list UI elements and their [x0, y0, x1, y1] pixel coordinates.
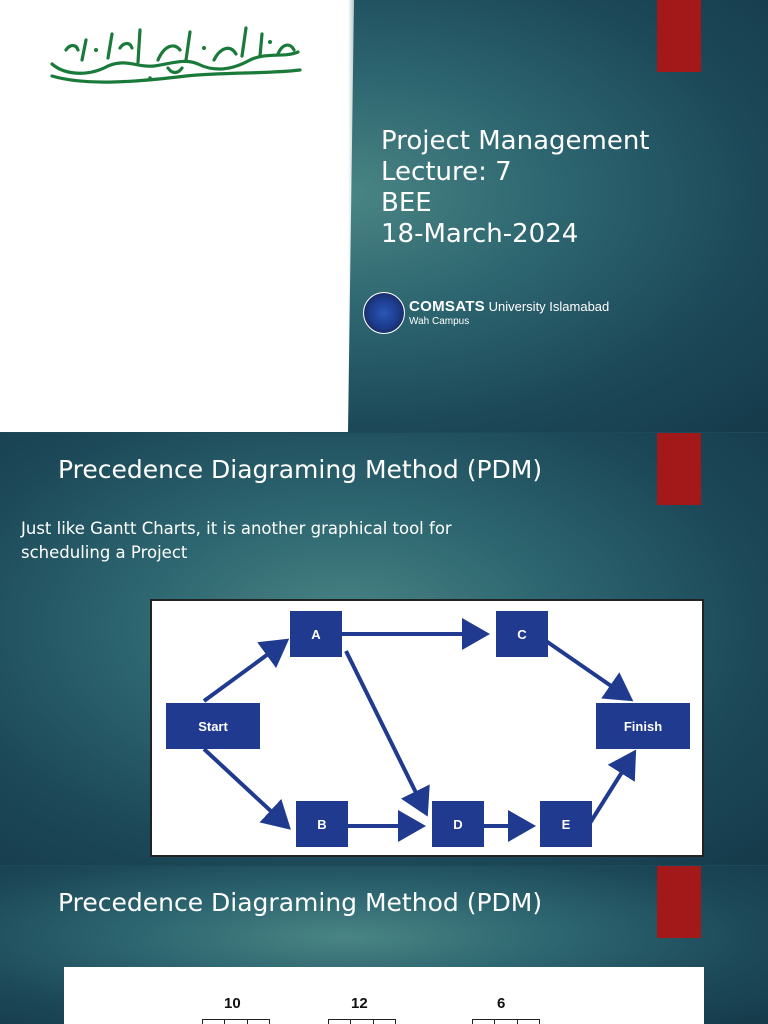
node-finish: Finish — [596, 703, 690, 749]
activity-duration: 6 — [497, 995, 506, 1012]
lecture-date: 18-March-2024 — [381, 219, 579, 249]
node-e: E — [540, 801, 592, 847]
activity-node-box — [328, 1019, 396, 1024]
title-slide: Project Management Lecture: 7 BEE 18-Mar… — [0, 0, 768, 432]
red-accent-tab — [657, 0, 701, 72]
activity-node-panel: 10 12 6 — [64, 967, 704, 1024]
lecture-number: Lecture: 7 — [381, 157, 512, 187]
red-accent-tab — [657, 433, 701, 505]
activity-node-box — [472, 1019, 540, 1024]
campus-name: Wah Campus — [409, 316, 470, 327]
arrow-start-b — [202, 747, 291, 830]
white-panel-edge — [336, 0, 354, 432]
university-seal-icon — [363, 292, 405, 334]
program-name: BEE — [381, 188, 432, 218]
slide-body-text: Just like Gantt Charts, it is another gr… — [21, 519, 452, 562]
university-logo: COMSATS University Islamabad Wah Campus — [363, 292, 623, 334]
pdm-slide: Precedence Diagraming Method (PDM) Just … — [0, 433, 768, 865]
bismillah-calligraphy — [50, 26, 302, 84]
red-accent-tab — [657, 866, 701, 938]
node-c: C — [496, 611, 548, 657]
course-title: Project Management — [381, 126, 650, 156]
pdm-network-diagram: Start A C Finish B D E — [150, 599, 704, 857]
diagram-arrows — [202, 618, 637, 842]
slide-heading: Precedence Diagraming Method (PDM) — [58, 888, 543, 917]
node-start: Start — [166, 703, 260, 749]
node-a: A — [290, 611, 342, 657]
arrow-a-d — [344, 650, 430, 817]
arrow-c-finish — [544, 639, 634, 702]
arrow-e-finish — [588, 749, 637, 825]
slide-heading: Precedence Diagraming Method (PDM) — [58, 455, 543, 484]
node-d: D — [432, 801, 484, 847]
activity-duration: 10 — [224, 995, 241, 1012]
pdm-slide-2: Precedence Diagraming Method (PDM) 10 12… — [0, 866, 768, 1024]
title-block: Project Management Lecture: 7 BEE 18-Mar… — [381, 126, 650, 250]
node-b: B — [296, 801, 348, 847]
activity-duration: 12 — [351, 995, 368, 1012]
activity-node-box — [202, 1019, 270, 1024]
arrow-start-a — [202, 638, 290, 703]
university-name: COMSATS University Islamabad — [409, 298, 610, 315]
